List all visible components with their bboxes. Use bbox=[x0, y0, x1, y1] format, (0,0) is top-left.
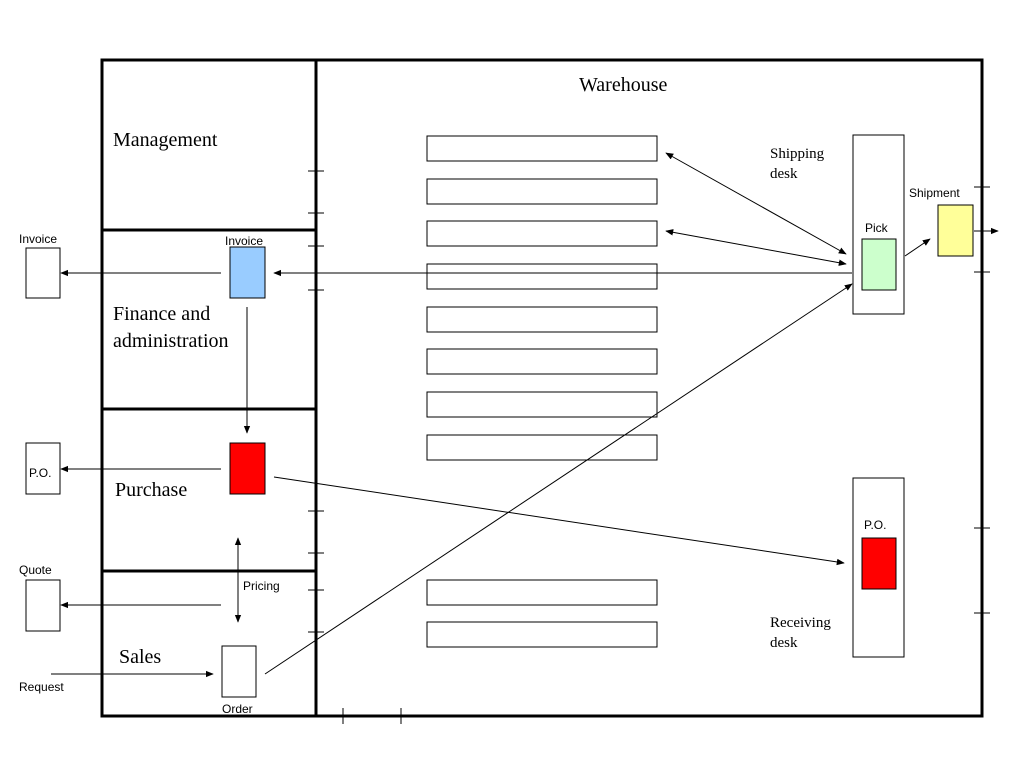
internal-invoice-label: Invoice bbox=[225, 234, 263, 248]
purchase-label: Purchase bbox=[115, 479, 187, 501]
shipping-desk-label-line1: Shipping bbox=[770, 146, 825, 162]
order-document bbox=[221, 645, 257, 698]
purchase-to-receiving-arrow bbox=[273, 476, 845, 566]
storage-rack bbox=[426, 135, 658, 162]
storage-rack bbox=[426, 579, 658, 606]
wall-tick-marks bbox=[308, 170, 990, 724]
external-invoice-document bbox=[25, 247, 61, 299]
external-invoice-label: Invoice bbox=[19, 232, 57, 246]
warehouse-title: Warehouse bbox=[579, 74, 667, 96]
shipment-document bbox=[937, 204, 974, 257]
external-quote-document bbox=[25, 579, 61, 632]
pick-label: Pick bbox=[865, 221, 889, 235]
external-po-label: P.O. bbox=[29, 466, 51, 480]
storage-rack bbox=[426, 621, 658, 648]
external-quote-label: Quote bbox=[19, 563, 52, 577]
pick-document bbox=[861, 238, 897, 291]
building-outline bbox=[100, 58, 984, 718]
sales-label: Sales bbox=[119, 646, 161, 668]
management-label: Management bbox=[113, 129, 218, 151]
rack-pick-double-arrow-1 bbox=[665, 152, 847, 255]
external-po-document bbox=[25, 442, 61, 495]
pick-to-shipment-arrow bbox=[904, 238, 931, 257]
pricing-label: Pricing bbox=[243, 579, 280, 593]
order-to-pick-arrow bbox=[264, 283, 853, 675]
purchase-po-document bbox=[229, 442, 266, 495]
receiving-desk-label-line2: desk bbox=[770, 635, 798, 651]
request-label: Request bbox=[19, 680, 64, 694]
receiving-po-document bbox=[861, 537, 897, 590]
receiving-po-label: P.O. bbox=[864, 518, 886, 532]
order-label: Order bbox=[222, 702, 253, 716]
storage-racks bbox=[426, 135, 658, 648]
rack-pick-double-arrow-2 bbox=[665, 229, 847, 266]
shipping-desk-label-line2: desk bbox=[770, 166, 798, 182]
storage-rack bbox=[426, 434, 658, 461]
finance-label-line1: Finance and bbox=[113, 303, 210, 325]
storage-rack bbox=[426, 391, 658, 418]
storage-rack bbox=[426, 306, 658, 333]
storage-rack bbox=[426, 178, 658, 205]
storage-rack bbox=[426, 263, 658, 290]
finance-label-line2: administration bbox=[113, 330, 229, 352]
shipment-label: Shipment bbox=[909, 186, 960, 200]
storage-rack bbox=[426, 348, 658, 375]
internal-invoice-document bbox=[229, 246, 266, 299]
receiving-desk-label-line1: Receiving bbox=[770, 615, 831, 631]
flow-arrows bbox=[51, 152, 999, 678]
storage-rack bbox=[426, 220, 658, 247]
